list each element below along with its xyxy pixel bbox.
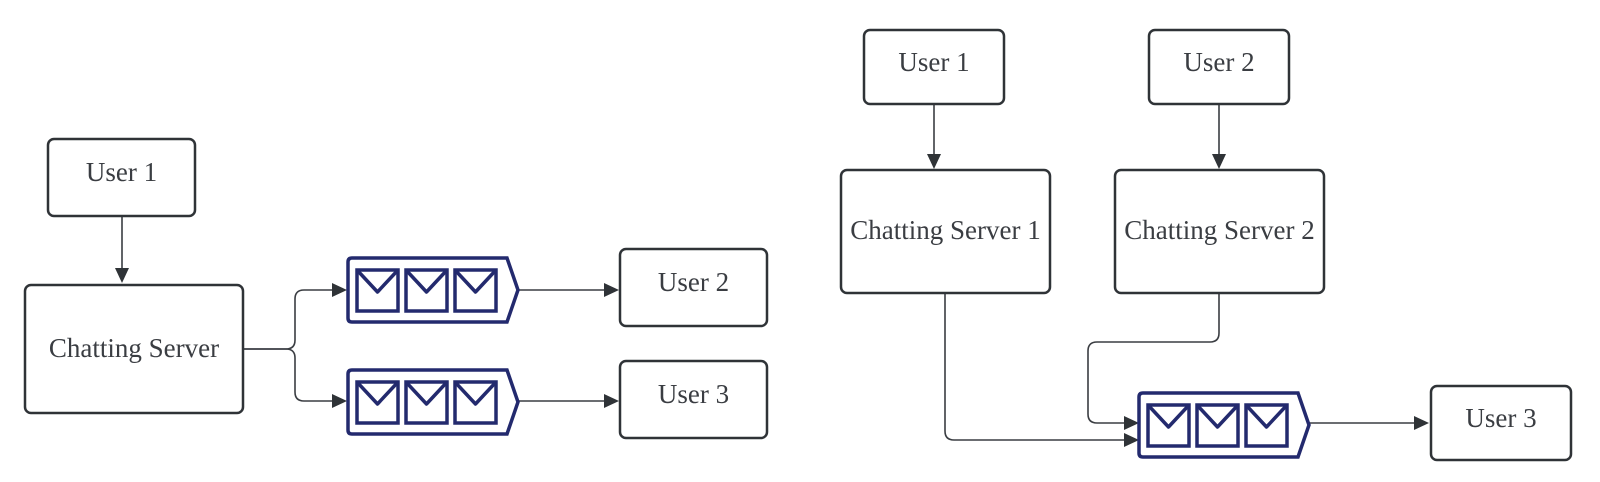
node-user3[interactable]: User 3 [1429, 384, 1573, 462]
node-chatting-server[interactable]: Chatting Server [23, 283, 245, 415]
envelope-icon [1244, 403, 1289, 448]
envelope-icon [453, 268, 498, 313]
node-label: User 3 [1465, 403, 1536, 433]
envelope-icon [355, 268, 400, 313]
node-label: Chatting Server 2 [1124, 215, 1314, 245]
node-label: User 1 [898, 47, 969, 77]
node-user1[interactable]: User 1 [46, 137, 197, 218]
node-chatting-server-1[interactable]: Chatting Server 1 [839, 168, 1052, 295]
right-diagram: User 1 User 2 Chatting Server 1 Chatting… [839, 28, 1573, 462]
envelope-icon [453, 380, 498, 425]
edge-server-to-queue-top [243, 289, 337, 350]
node-label: User 3 [658, 379, 729, 409]
arrowhead [332, 394, 347, 408]
message-queue-icon [346, 368, 520, 436]
edge-server2-to-queue [1087, 293, 1220, 424]
arrowhead [927, 154, 941, 169]
arrowhead [604, 283, 619, 297]
node-user3[interactable]: User 3 [618, 359, 769, 440]
node-label: Chatting Server 1 [850, 215, 1040, 245]
envelope-icon [355, 380, 400, 425]
arrowhead [1212, 154, 1226, 169]
node-user2[interactable]: User 2 [618, 247, 769, 328]
arrowhead [1124, 433, 1139, 447]
envelope-icon [404, 268, 449, 313]
edge-server-to-queue-bottom [243, 348, 337, 402]
node-label: User 2 [1183, 47, 1254, 77]
node-user1[interactable]: User 1 [862, 28, 1006, 106]
envelope-icon [1195, 403, 1240, 448]
arrowhead [604, 394, 619, 408]
arrowhead [1124, 416, 1139, 430]
envelope-icon [1146, 403, 1191, 448]
node-label: User 1 [86, 157, 157, 187]
arrowhead [332, 283, 347, 297]
node-label: Chatting Server [49, 333, 219, 363]
message-queue-icon [1137, 391, 1311, 459]
node-user2[interactable]: User 2 [1147, 28, 1291, 106]
node-chatting-server-2[interactable]: Chatting Server 2 [1113, 168, 1326, 295]
envelope-icon [404, 380, 449, 425]
arrowhead [1414, 416, 1429, 430]
left-diagram: User 1 Chatting Server User 2 User 3 [23, 137, 769, 440]
edge-server1-to-queue [944, 293, 1127, 441]
arrowhead [115, 268, 129, 283]
node-label: User 2 [658, 267, 729, 297]
message-queue-icon [346, 256, 520, 324]
